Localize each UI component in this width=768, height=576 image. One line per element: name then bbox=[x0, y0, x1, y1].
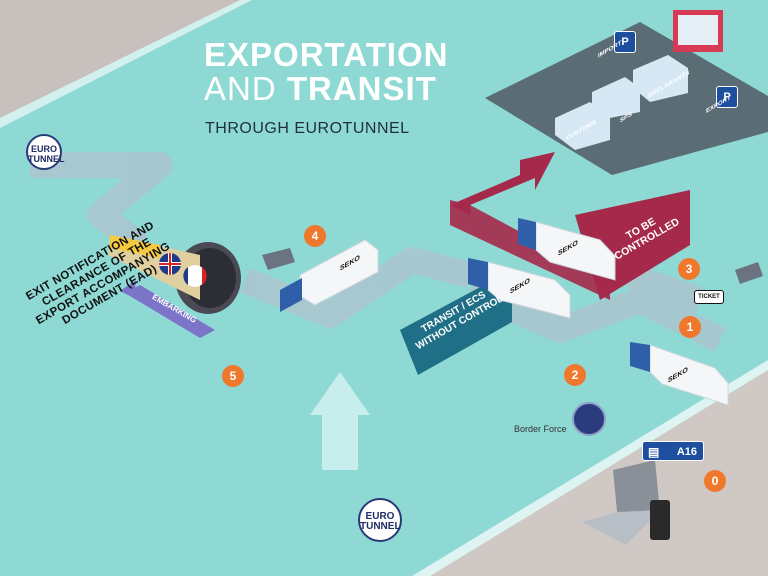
motorway-icon: ▤ bbox=[648, 442, 659, 462]
page-title-line2: AND TRANSIT bbox=[204, 72, 437, 105]
road-sign: ▤A16 bbox=[642, 441, 704, 461]
page-subtitle: THROUGH EUROTUNNEL bbox=[205, 120, 410, 138]
billboard-icon bbox=[673, 10, 723, 52]
step-5-badge: 5 bbox=[222, 365, 244, 387]
step-1-badge: 1 bbox=[679, 316, 701, 338]
step-0-badge: 0 bbox=[704, 470, 726, 492]
step-2-badge: 2 bbox=[564, 364, 586, 386]
step-3-badge: 3 bbox=[678, 258, 700, 280]
customs-emblem-icon bbox=[572, 402, 606, 436]
phone-icon bbox=[650, 500, 670, 540]
step-4-badge: 4 bbox=[304, 225, 326, 247]
border-force-label: Border Force bbox=[514, 424, 567, 434]
page-title: EXPORTATION bbox=[204, 38, 448, 71]
direction-arrow bbox=[310, 372, 370, 470]
ticket-icon: TICKET bbox=[694, 290, 724, 304]
france-flag bbox=[183, 265, 206, 287]
